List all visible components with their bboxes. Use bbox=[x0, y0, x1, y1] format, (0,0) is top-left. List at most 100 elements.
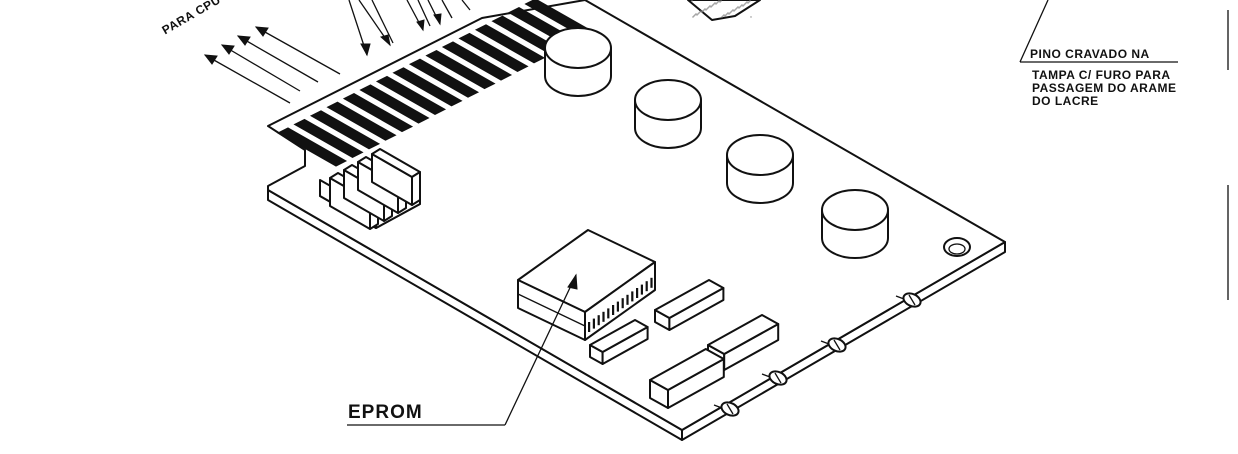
eprom-pin bbox=[597, 315, 600, 326]
led bbox=[820, 337, 847, 353]
eprom-chip bbox=[517, 229, 656, 341]
texture-dot bbox=[735, 8, 737, 10]
eprom-pin bbox=[631, 291, 634, 302]
texture-dot bbox=[729, 12, 731, 14]
connector-pin bbox=[309, 110, 381, 150]
texture-dot bbox=[702, 10, 704, 12]
texture-dot bbox=[708, 6, 710, 8]
edge-connector bbox=[276, 0, 595, 167]
texture-dot bbox=[694, 14, 696, 16]
connector-pin bbox=[342, 93, 414, 133]
texture-dot bbox=[700, 10, 702, 12]
connector-pin bbox=[392, 67, 463, 107]
small-chips bbox=[589, 279, 780, 409]
pin-note-line-3: PASSAGEM DO ARAME bbox=[1032, 81, 1177, 95]
capacitor bbox=[634, 79, 702, 149]
texture-dot bbox=[718, 0, 720, 2]
texture-dot bbox=[696, 14, 698, 16]
led bbox=[713, 401, 740, 417]
connector-pin bbox=[293, 118, 364, 158]
texture-dot bbox=[722, 15, 724, 17]
texture-dot bbox=[743, 4, 745, 6]
texture-dot bbox=[691, 0, 693, 2]
eprom-pin bbox=[607, 308, 610, 319]
capacitor bbox=[821, 189, 889, 259]
led bbox=[895, 292, 922, 308]
pin-note-line-2: TAMPA C/ FURO PARA bbox=[1032, 68, 1171, 82]
texture-dot bbox=[703, 9, 705, 11]
smd-chip bbox=[654, 279, 725, 331]
pin-note-line-4: DO LACRE bbox=[1032, 94, 1099, 108]
texture-dot bbox=[712, 4, 714, 6]
texture-dot bbox=[749, 0, 751, 2]
texture-dot bbox=[705, 9, 707, 11]
eprom-leader bbox=[347, 273, 578, 426]
connector-pin bbox=[326, 101, 397, 141]
textured-block bbox=[687, 0, 761, 21]
eprom-pin bbox=[588, 322, 591, 332]
texture-dot bbox=[740, 5, 742, 7]
texture-dot bbox=[715, 3, 717, 5]
eprom-pin bbox=[650, 277, 653, 288]
eprom-pin bbox=[612, 305, 615, 315]
texture-dot bbox=[707, 7, 709, 9]
texture-dot bbox=[724, 15, 726, 17]
connector-pin bbox=[441, 41, 513, 81]
eprom-pin bbox=[626, 294, 629, 305]
capacitor bbox=[726, 134, 794, 204]
texture-dot bbox=[693, 15, 695, 17]
connector-pin bbox=[425, 50, 496, 90]
capacitors bbox=[544, 27, 889, 259]
texture-dot bbox=[745, 2, 747, 4]
texture-dot bbox=[727, 12, 729, 14]
eprom-pin bbox=[636, 288, 639, 298]
eprom-pin bbox=[621, 298, 624, 309]
pin-note-leader bbox=[1019, 0, 1178, 63]
texture-dot bbox=[750, 16, 752, 18]
texture-dot bbox=[698, 12, 700, 14]
texture-dot bbox=[728, 13, 730, 15]
heatsink-fin bbox=[371, 148, 421, 206]
leds bbox=[713, 292, 922, 417]
texture-dot bbox=[738, 7, 740, 9]
eprom-pin bbox=[640, 284, 643, 295]
texture-dot bbox=[711, 5, 713, 7]
eprom-label: EPROM bbox=[348, 402, 423, 423]
eprom-pin bbox=[616, 301, 619, 312]
eprom-pin bbox=[592, 318, 595, 329]
texture-dot bbox=[731, 10, 733, 12]
texture-dot bbox=[695, 13, 697, 15]
connector-pin bbox=[458, 32, 529, 72]
connector-pin bbox=[408, 58, 480, 98]
para-cpu-arrows bbox=[203, 26, 341, 104]
texture-dot bbox=[744, 3, 746, 5]
texture-dot bbox=[717, 1, 719, 3]
texture-dot bbox=[733, 10, 735, 12]
texture-dot bbox=[721, 16, 723, 18]
texture-dot bbox=[714, 2, 716, 4]
pin-note-line-1: PINO CRAVADO NA bbox=[1030, 47, 1150, 61]
texture-dot bbox=[747, 2, 749, 4]
led bbox=[761, 370, 788, 386]
texture-dot bbox=[741, 4, 743, 6]
connector-pin bbox=[276, 127, 348, 167]
connector-pin bbox=[359, 84, 430, 124]
texture-dot bbox=[736, 7, 738, 9]
texture-dot bbox=[725, 14, 727, 16]
texture-dot bbox=[710, 6, 712, 8]
connector-leader-lines bbox=[348, 0, 471, 57]
texture-dot bbox=[701, 11, 703, 13]
texture-dot bbox=[692, 16, 694, 18]
texture-dot bbox=[713, 3, 715, 5]
texture-dot bbox=[730, 11, 732, 13]
eprom-pin bbox=[645, 281, 648, 292]
heatsink bbox=[319, 148, 421, 230]
mounting-hole bbox=[943, 237, 971, 257]
texture-dot bbox=[742, 5, 744, 7]
texture-dot bbox=[748, 1, 750, 3]
smd-chip bbox=[589, 319, 649, 365]
capacitor bbox=[544, 27, 612, 97]
texture-dot bbox=[719, 1, 721, 3]
texture-dot bbox=[746, 1, 748, 3]
